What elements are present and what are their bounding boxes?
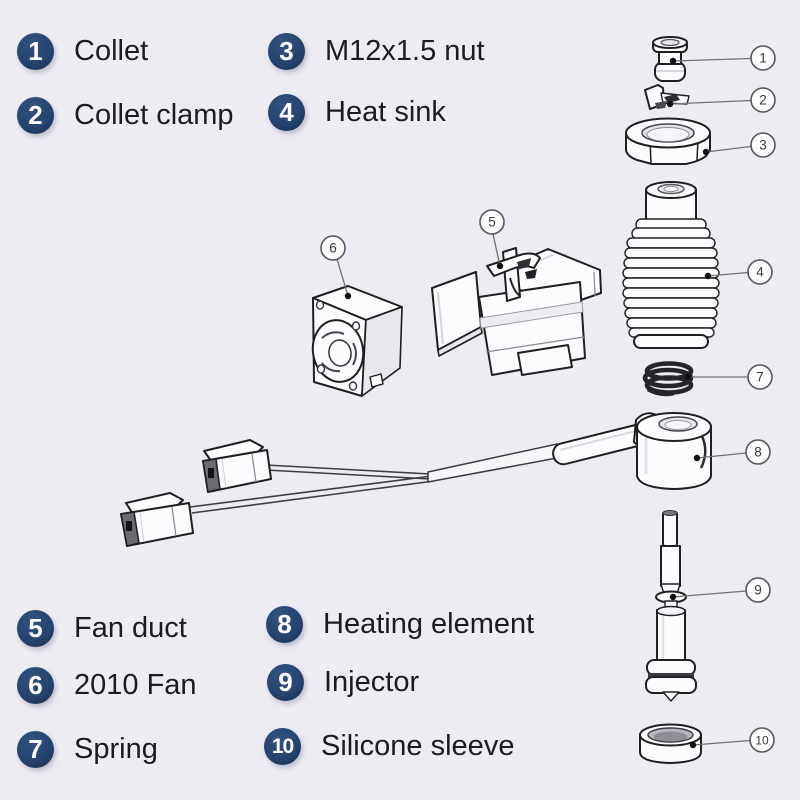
- legend-item-injector: 9 Injector: [267, 664, 419, 701]
- callout-circle-3: [750, 132, 776, 158]
- callout-circle-4: [747, 259, 773, 285]
- legend-label-heating-element: Heating element: [323, 608, 535, 640]
- silicone-sleeve-part: [639, 723, 702, 764]
- legend-badge-9: 9: [267, 664, 304, 701]
- callout-number-10: 10: [755, 734, 769, 748]
- callout-number-2: 2: [759, 93, 767, 108]
- legend-badge-6: 6: [17, 667, 54, 704]
- wire-bundle: [427, 443, 558, 483]
- legend-item-collet-clamp: 2 Collet clamp: [17, 97, 234, 134]
- callout-number-1: 1: [759, 51, 767, 66]
- callout-3: 3: [702, 132, 776, 158]
- legend-item-fan-duct: 5 Fan duct: [17, 610, 187, 647]
- spring-part: [642, 361, 694, 397]
- legend-badge-3: 3: [268, 33, 305, 70]
- legend-item-silicone-sleeve: 10 Silicone sleeve: [264, 728, 514, 765]
- callout-number-8: 8: [754, 445, 762, 460]
- legend-label-collet-clamp: Collet clamp: [74, 99, 234, 131]
- injector-part: [645, 510, 697, 702]
- legend-badge-7: 7: [17, 731, 54, 768]
- legend-badge-8: 8: [266, 606, 303, 643]
- callout-9: 9: [669, 577, 771, 603]
- callout-number-5: 5: [488, 215, 496, 230]
- callout-circle-1: [750, 45, 776, 71]
- callout-number-9: 9: [754, 583, 762, 598]
- legend-badge-10: 10: [264, 728, 301, 765]
- callout-5: 5: [479, 209, 505, 270]
- connector-plug-lower: [120, 492, 194, 547]
- fan-part: [311, 285, 403, 397]
- legend-label-collet: Collet: [74, 35, 149, 67]
- callout-circle-6: [320, 235, 346, 261]
- callout-6: 6: [320, 235, 352, 300]
- legend-item-fan: 6 2010 Fan: [17, 667, 197, 704]
- legend-item-heat-sink: 4 Heat sink: [268, 94, 446, 131]
- callout-circle-10: [749, 727, 775, 753]
- fan-duct-part: [431, 247, 602, 376]
- callout-circle-5: [479, 209, 505, 235]
- legend-label-nut: M12x1.5 nut: [325, 35, 485, 67]
- legend-badge-4: 4: [268, 94, 305, 131]
- heating-element-part: [552, 412, 712, 490]
- connector-plug-upper: [202, 439, 272, 493]
- callout-number-4: 4: [756, 265, 764, 280]
- legend-item-collet: 1 Collet: [17, 33, 148, 70]
- callout-2: 2: [666, 87, 776, 113]
- callout-4: 4: [704, 259, 773, 285]
- callout-number-6: 6: [329, 241, 337, 256]
- collet-clamp-part: [644, 84, 690, 110]
- legend-item-spring: 7 Spring: [17, 731, 158, 768]
- callout-10: 10: [689, 727, 775, 753]
- legend-label-injector: Injector: [324, 666, 420, 698]
- legend-label-heat-sink: Heat sink: [325, 96, 446, 128]
- legend-label-silicone-sleeve: Silicone sleeve: [321, 730, 515, 762]
- callout-8: 8: [693, 439, 771, 465]
- callout-circle-9: [745, 577, 771, 603]
- collet-part: [652, 36, 688, 82]
- callout-circle-2: [750, 87, 776, 113]
- legend-badge-1: 1: [17, 33, 54, 70]
- callout-circle-8: [745, 439, 771, 465]
- callout-number-3: 3: [759, 138, 767, 153]
- heat-sink-part: [622, 181, 720, 349]
- callout-circle-7: [747, 364, 773, 390]
- callout-1: 1: [669, 45, 776, 71]
- legend-label-spring: Spring: [74, 733, 158, 765]
- legend-badge-5: 5: [17, 610, 54, 647]
- legend-item-heating-element: 8 Heating element: [266, 606, 534, 643]
- heat-sink-fins: [622, 237, 720, 338]
- m12-nut-part: [625, 117, 711, 165]
- callout-number-7: 7: [756, 370, 764, 385]
- legend-label-fan-duct: Fan duct: [74, 612, 187, 644]
- callout-7: 7: [684, 364, 773, 390]
- legend-label-fan: 2010 Fan: [74, 669, 197, 701]
- legend-badge-2: 2: [17, 97, 54, 134]
- legend-item-nut: 3 M12x1.5 nut: [268, 33, 485, 70]
